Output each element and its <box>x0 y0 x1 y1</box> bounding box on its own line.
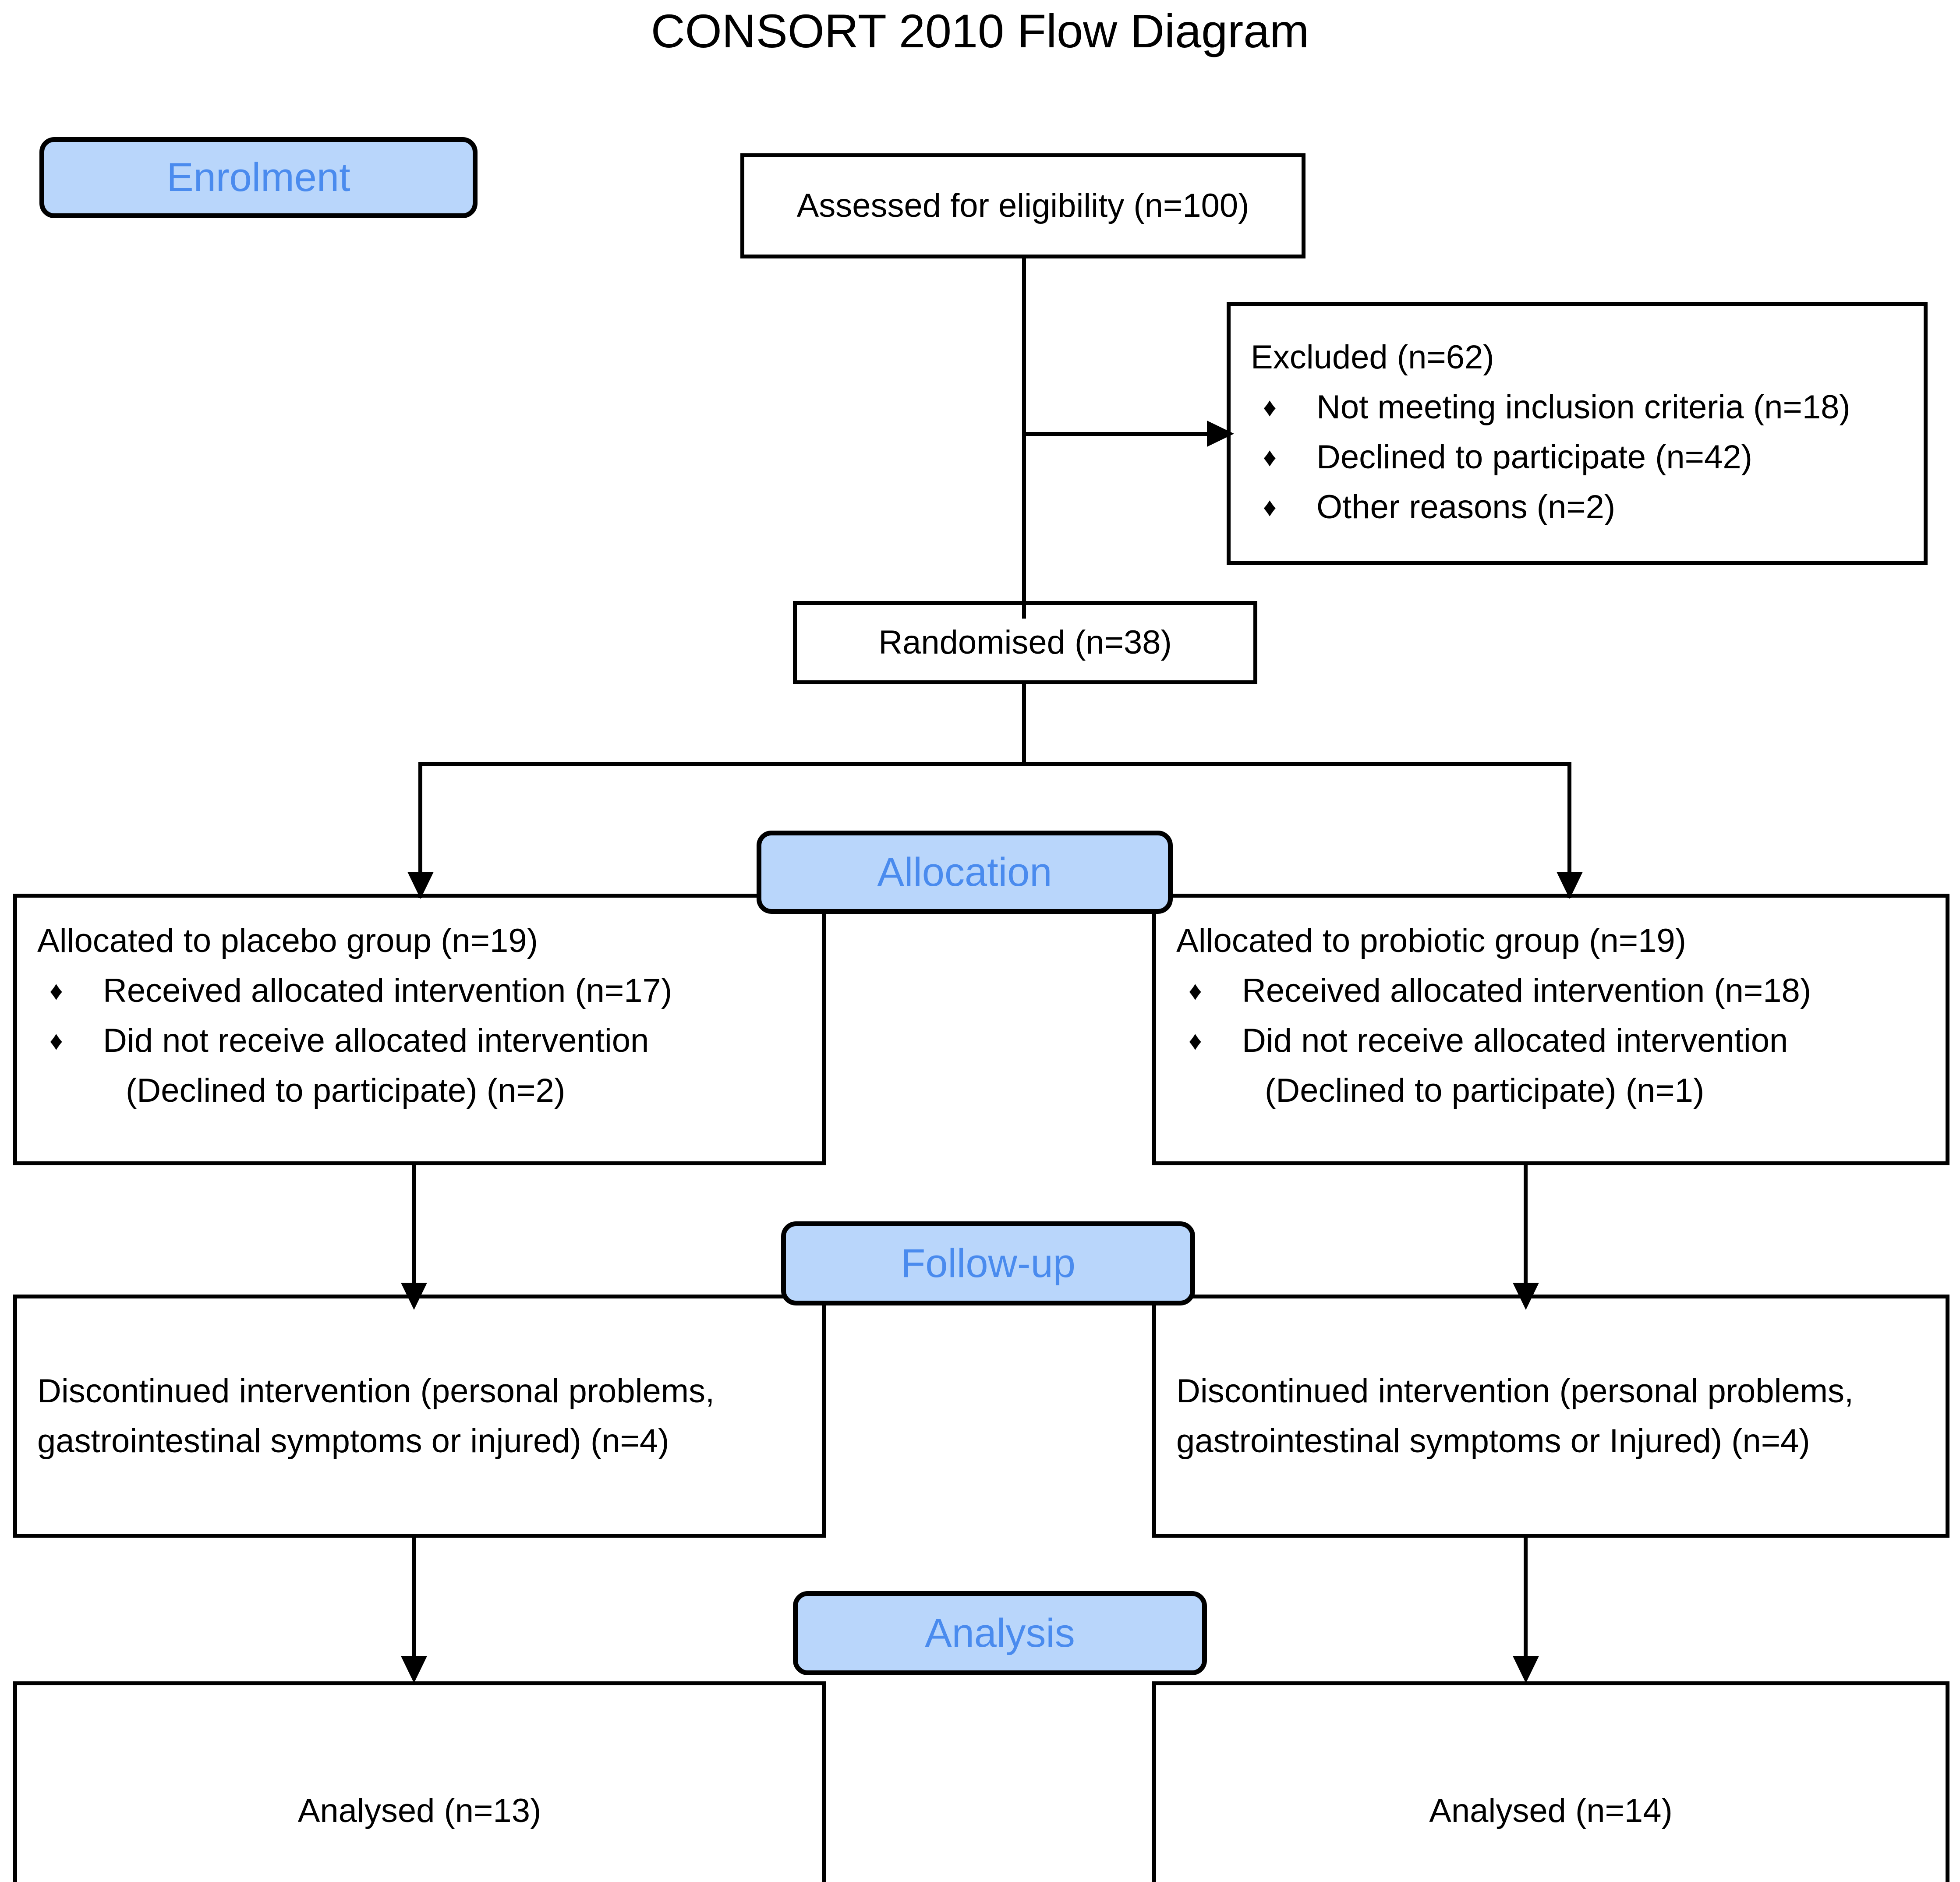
allocated-placebo-item-line1: Received allocated intervention (n=17) <box>103 972 672 1009</box>
node-assessed-for-eligibility: Assessed for eligibility (n=100) <box>740 153 1305 258</box>
node-allocated-probiotic: Allocated to probiotic group (n=19) ♦ Re… <box>1152 894 1949 1165</box>
arrow-to-placebo-followup-icon <box>401 1283 427 1310</box>
connector-assessed-to-randomised <box>1022 258 1026 619</box>
node-followup-probiotic: Discontinued intervention (personal prob… <box>1152 1295 1949 1538</box>
split-bar-allocation <box>418 762 1571 766</box>
node-analysed-placebo: Analysed (n=13) <box>13 1681 826 1882</box>
stage-badge-followup: Follow-up <box>781 1221 1195 1305</box>
excluded-reason-label: Not meeting inclusion criteria (n=18) <box>1316 389 1850 426</box>
list-item: ♦ Received allocated intervention (n=17) <box>37 966 802 1016</box>
allocated-probiotic-heading: Allocated to probiotic group (n=19) <box>1176 922 1686 959</box>
arrow-to-excluded-icon <box>1207 421 1234 447</box>
stage-badge-followup-label: Follow-up <box>901 1241 1076 1286</box>
connector-probiotic-allocation-to-followup <box>1524 1165 1528 1297</box>
page-title: CONSORT 2010 Flow Diagram <box>651 4 1309 57</box>
list-item: ♦ Did not receive allocated intervention… <box>37 1016 802 1116</box>
excluded-reason-list: ♦ Not meeting inclusion criteria (n=18) … <box>1251 382 1903 532</box>
list-item: ♦ Did not receive allocated intervention… <box>1176 1016 1925 1116</box>
diamond-bullet-icon: ♦ <box>1263 393 1277 422</box>
stage-badge-analysis-label: Analysis <box>925 1610 1075 1656</box>
excluded-reason-label: Other reasons (n=2) <box>1316 488 1616 526</box>
diamond-bullet-icon: ♦ <box>50 1026 63 1055</box>
connector-assessed-to-excluded <box>1022 432 1210 436</box>
connector-split-to-placebo-allocation <box>418 762 422 898</box>
excluded-heading: Excluded (n=62) <box>1251 339 1494 376</box>
allocated-probiotic-item-line1: Received allocated intervention (n=18) <box>1242 972 1811 1009</box>
analysed-probiotic-text: Analysed (n=14) <box>1429 1792 1673 1829</box>
stage-badge-enrolment-label: Enrolment <box>166 155 350 200</box>
arrow-to-placebo-allocation-icon <box>407 872 434 899</box>
analysed-placebo-text: Analysed (n=13) <box>297 1792 541 1829</box>
diamond-bullet-icon: ♦ <box>1263 442 1277 472</box>
diamond-bullet-icon: ♦ <box>1189 976 1202 1005</box>
connector-randomised-to-split <box>1022 684 1026 763</box>
diamond-bullet-icon: ♦ <box>50 976 63 1005</box>
followup-probiotic-line1: Discontinued intervention (personal prob… <box>1176 1372 1854 1410</box>
connector-placebo-followup-to-analysis <box>412 1538 416 1669</box>
randomised-text: Randomised (n=38) <box>878 624 1172 661</box>
followup-placebo-line2: gastrointestinal symptoms or injured) (n… <box>37 1422 669 1460</box>
followup-probiotic-line2: gastrointestinal symptoms or Injured) (n… <box>1176 1422 1810 1460</box>
stage-badge-enrolment: Enrolment <box>39 137 478 218</box>
allocated-placebo-item-line2: (Declined to participate) (n=2) <box>126 1072 566 1109</box>
node-excluded: Excluded (n=62) ♦ Not meeting inclusion … <box>1227 302 1928 565</box>
allocated-placebo-list: ♦ Received allocated intervention (n=17)… <box>37 966 802 1116</box>
allocated-probiotic-item-line2: (Declined to participate) (n=1) <box>1265 1072 1705 1109</box>
allocated-probiotic-item-line1: Did not receive allocated intervention <box>1242 1022 1788 1059</box>
node-followup-placebo: Discontinued intervention (personal prob… <box>13 1295 826 1538</box>
diamond-bullet-icon: ♦ <box>1189 1026 1202 1055</box>
connector-split-to-probiotic-allocation <box>1567 762 1571 898</box>
assessed-text: Assessed for eligibility (n=100) <box>796 187 1249 224</box>
list-item: ♦ Other reasons (n=2) <box>1251 482 1903 532</box>
allocated-probiotic-list: ♦ Received allocated intervention (n=18)… <box>1176 966 1925 1116</box>
node-allocated-placebo: Allocated to placebo group (n=19) ♦ Rece… <box>13 894 826 1165</box>
allocated-placebo-heading: Allocated to placebo group (n=19) <box>37 922 538 959</box>
list-item: ♦ Received allocated intervention (n=18) <box>1176 966 1925 1016</box>
diamond-bullet-icon: ♦ <box>1263 492 1277 522</box>
stage-badge-analysis: Analysis <box>793 1591 1207 1675</box>
allocated-placebo-item-line1: Did not receive allocated intervention <box>103 1022 649 1059</box>
connector-placebo-allocation-to-followup <box>412 1165 416 1297</box>
connector-probiotic-followup-to-analysis <box>1524 1538 1528 1669</box>
arrow-to-probiotic-analysis-icon <box>1513 1656 1539 1683</box>
stage-badge-allocation: Allocation <box>757 831 1173 914</box>
arrow-to-probiotic-followup-icon <box>1513 1283 1539 1310</box>
arrow-to-probiotic-allocation-icon <box>1557 872 1583 899</box>
list-item: ♦ Not meeting inclusion criteria (n=18) <box>1251 382 1903 432</box>
followup-placebo-line1: Discontinued intervention (personal prob… <box>37 1372 715 1410</box>
excluded-reason-label: Declined to participate (n=42) <box>1316 439 1752 476</box>
node-analysed-probiotic: Analysed (n=14) <box>1152 1681 1949 1882</box>
list-item: ♦ Declined to participate (n=42) <box>1251 432 1903 482</box>
arrow-to-placebo-analysis-icon <box>401 1656 427 1683</box>
stage-badge-allocation-label: Allocation <box>877 849 1052 895</box>
